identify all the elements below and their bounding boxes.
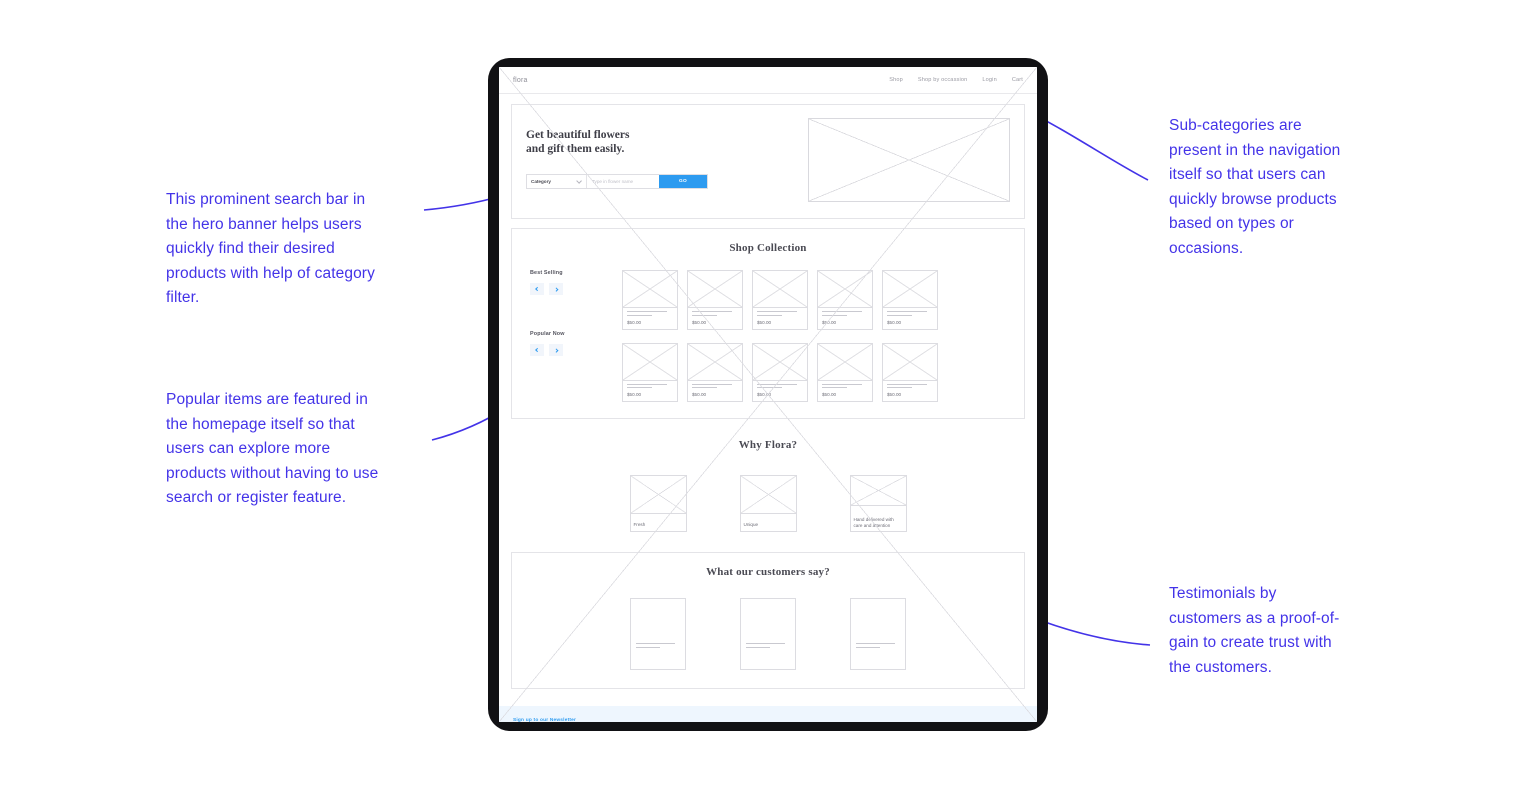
annotation-subcategories: Sub-categories are present in the naviga… [1169, 117, 1341, 257]
testimonial-cards [526, 598, 1010, 670]
annotation-search-bar: This prominent search bar in the hero ba… [166, 191, 375, 306]
website-screen: flora Shop Shop by occassion Login Cart … [499, 67, 1037, 722]
testimonials-section: What our customers say? [511, 552, 1025, 689]
tablet-device-frame: flora Shop Shop by occassion Login Cart … [488, 58, 1048, 731]
annotation-popular-items: Popular items are featured in the homepa… [166, 391, 379, 506]
page-body: Get beautiful flowers and gift them easi… [499, 94, 1037, 689]
testimonial-avatar-placeholder [851, 599, 905, 639]
annotation-testimonials: Testimonials by customers as a proof-of-… [1169, 585, 1340, 676]
testimonial-card [850, 598, 906, 670]
